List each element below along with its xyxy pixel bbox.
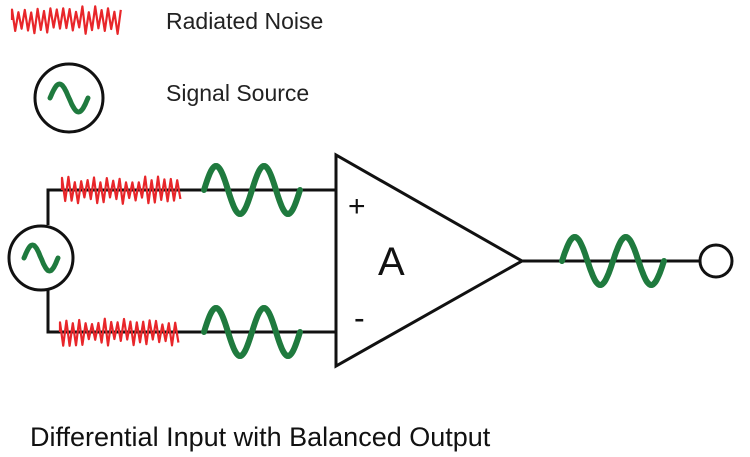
radiated-noise-top bbox=[60, 175, 182, 205]
signal-wave-top-input bbox=[201, 162, 303, 218]
radiated-noise-bottom bbox=[58, 317, 180, 347]
signal-source-label: Signal Source bbox=[166, 80, 310, 106]
gain-label: A bbox=[378, 240, 405, 284]
diagram-caption: Differential Input with Balanced Output bbox=[30, 422, 491, 452]
amplifier-triangle bbox=[334, 152, 526, 369]
signal-wave-output bbox=[559, 233, 667, 289]
bottom-input-wire bbox=[46, 290, 336, 334]
signal-source-legend-icon bbox=[33, 62, 105, 134]
minus-input-label: - bbox=[354, 300, 365, 336]
output-terminal bbox=[698, 243, 734, 279]
top-input-wire bbox=[46, 188, 336, 225]
signal-source-symbol bbox=[7, 224, 75, 292]
plus-input-label: + bbox=[348, 190, 366, 223]
radiated-noise-legend-icon bbox=[10, 5, 122, 35]
signal-wave-bottom-input bbox=[201, 304, 303, 360]
radiated-noise-label: Radiated Noise bbox=[166, 8, 324, 34]
